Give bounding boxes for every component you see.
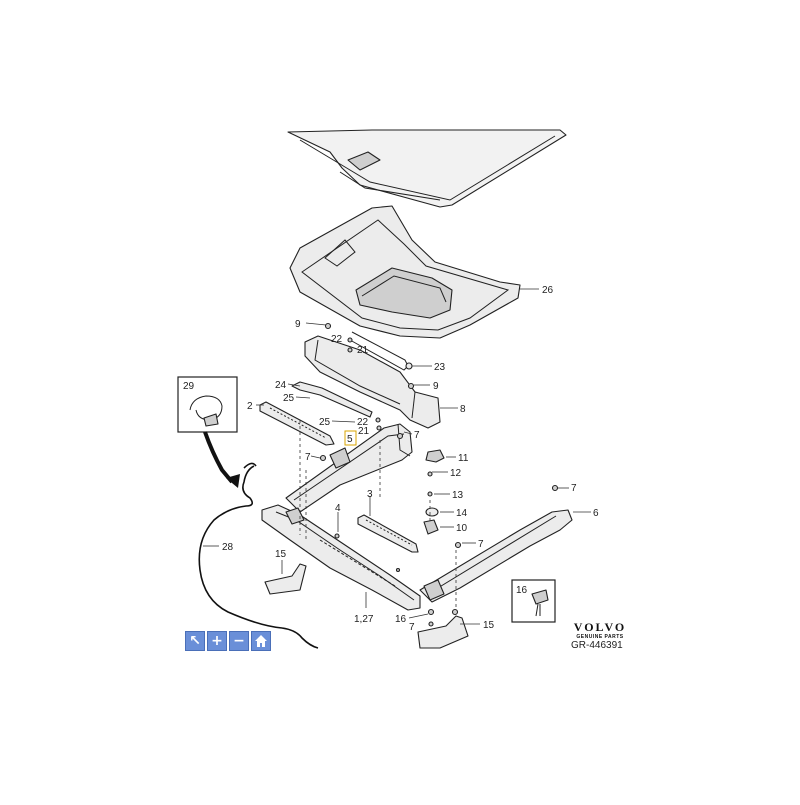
brand-name: VOLVO [573,620,627,634]
part-10-holder [423,519,439,535]
part-11-clip [425,449,445,463]
callout-labels: 26 9 22 21 23 9 24 8 2 25 25 22 21 7 5 1… [183,285,599,633]
callout-13: 13 [452,490,464,501]
minus-icon: − [233,633,245,649]
inset-29 [177,376,240,488]
callout-4: 4 [335,503,341,514]
callout-8: 8 [460,404,466,415]
diagram-reference: GR-446391 [571,640,623,651]
callout-12: 12 [450,468,462,479]
select-tool-button[interactable]: ↖ [185,631,205,651]
part-26-cargo-tray [289,205,521,339]
callout-29: 29 [183,381,195,392]
callout-22: 22 [331,334,343,345]
callout-26: 26 [542,285,554,296]
brand-subtitle: GENUINE PARTS [576,634,624,640]
callout-22: 22 [357,417,369,428]
callout-21: 21 [358,426,370,437]
part-8-foam-block [304,335,441,429]
inset-16 [511,579,556,623]
floor-panel [287,129,567,208]
callout-2: 2 [247,401,253,412]
part-14-grommet [425,507,439,517]
callout-7: 7 [571,483,577,494]
plus-icon: + [211,633,223,649]
callout-23: 23 [434,362,446,373]
part-6-side-rail [419,509,573,603]
zoom-in-button[interactable]: + [207,631,227,651]
callout-7: 7 [478,539,484,550]
callout-1-27: 1,27 [354,614,374,625]
diagram-toolbar: ↖ + − [185,631,271,651]
brand-logo: VOLVO GENUINE PARTS [570,620,630,640]
zoom-out-button[interactable]: − [229,631,249,651]
callout-15: 15 [275,549,287,560]
callout-14: 14 [456,508,468,519]
callout-21: 21 [357,345,369,356]
callout-28: 28 [222,542,234,553]
part-24-strap [291,381,373,418]
callout-24: 24 [275,380,287,391]
home-button[interactable] [251,631,271,651]
part-2-seal-strip [259,401,335,446]
callout-9: 9 [295,319,301,330]
callout-16: 16 [516,585,528,596]
fasteners [319,322,559,627]
callout-5-highlight [344,430,357,446]
callout-7: 7 [409,622,415,633]
cursor-icon: ↖ [189,633,201,649]
callout-25: 25 [319,417,331,428]
home-icon [255,635,267,647]
part-1-27-sill [261,504,421,611]
part-15-bracket-right [417,615,469,649]
part-15-bracket-left [264,563,307,595]
callout-25: 25 [283,393,295,404]
callout-11: 11 [458,453,469,464]
part-28-cable [198,462,319,649]
callout-15: 15 [483,620,495,631]
callout-10: 10 [456,523,468,534]
part-3-seal-strip [357,514,419,553]
callout-3: 3 [367,489,373,500]
callout-5: 5 [347,434,353,445]
callout-7: 7 [414,430,420,441]
callout-16: 16 [395,614,407,625]
leader-lines [203,288,591,625]
callout-9: 9 [433,381,439,392]
callout-7: 7 [305,452,311,463]
callout-6: 6 [593,508,599,519]
